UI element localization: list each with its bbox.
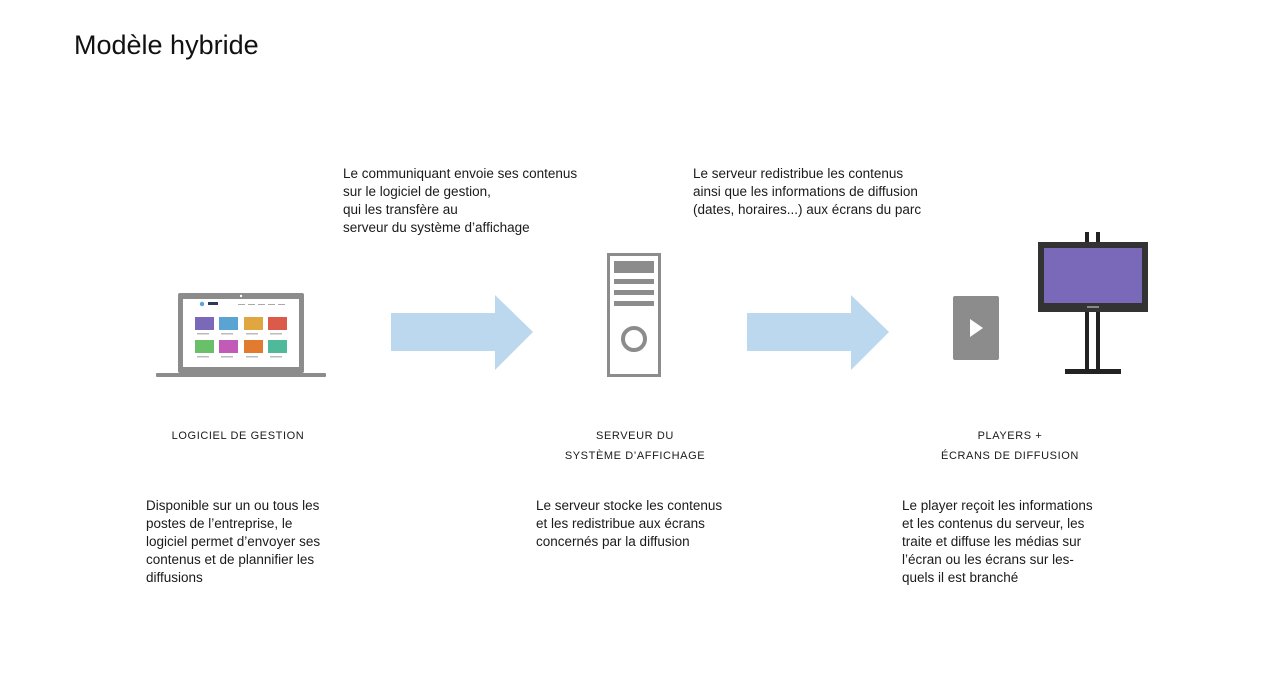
laptop-icon bbox=[156, 290, 326, 380]
app-tile bbox=[244, 340, 263, 353]
app-tile-label bbox=[221, 356, 233, 358]
app-tile bbox=[219, 340, 238, 353]
app-tile-label bbox=[246, 333, 258, 335]
app-tile bbox=[219, 317, 238, 330]
app-tile-label bbox=[270, 356, 282, 358]
description-players-screens: Le player reçoit les informations et les… bbox=[902, 498, 1093, 585]
arrow-right-icon bbox=[747, 295, 889, 370]
flow-text-server-to-screens: Le serveur redistribue les contenus ains… bbox=[693, 166, 922, 217]
description-server: Le serveur stocke les contenus et les re… bbox=[536, 498, 723, 549]
caption-players-screens: PLAYERS + ÉCRANS DE DIFFUSION bbox=[941, 430, 1079, 462]
page-title: Modèle hybride bbox=[74, 30, 259, 60]
flow-text-software-to-server: Le communiquant envoie ses contenus sur … bbox=[343, 166, 578, 235]
player-box-icon bbox=[953, 296, 999, 360]
app-tile bbox=[244, 317, 263, 330]
app-tile-label bbox=[197, 333, 209, 335]
app-tile-label bbox=[246, 356, 258, 358]
app-tile bbox=[268, 340, 287, 353]
caption-software: LOGICIEL DE GESTION bbox=[171, 430, 305, 442]
app-tile bbox=[268, 317, 287, 330]
server-tower-icon bbox=[607, 253, 661, 377]
app-tile-label bbox=[270, 333, 282, 335]
app-tile-label bbox=[221, 333, 233, 335]
app-tile bbox=[195, 317, 214, 330]
app-tile-label bbox=[197, 356, 209, 358]
caption-server: SERVEUR DU SYSTÈME D’AFFICHAGE bbox=[564, 430, 706, 462]
display-screen-stand-icon bbox=[1038, 232, 1150, 380]
app-tile bbox=[195, 340, 214, 353]
arrow-right-icon bbox=[391, 295, 533, 370]
description-software: Disponible sur un ou tous les postes de … bbox=[146, 498, 321, 585]
